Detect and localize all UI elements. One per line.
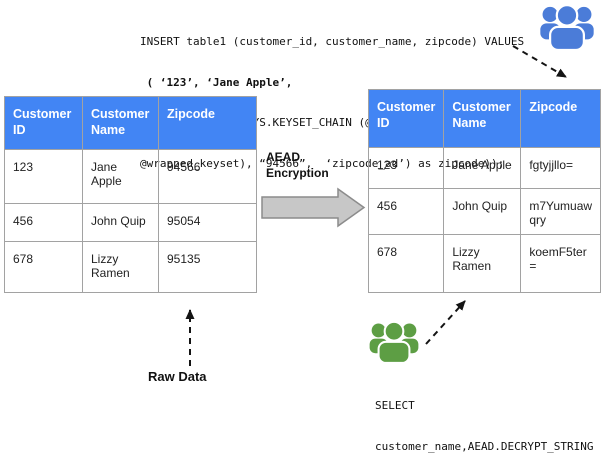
column-header: Zipcode (520, 89, 602, 148)
cell-customer-id: 123 (367, 147, 445, 189)
cell-encrypted-zipcode: koemF5ter= (520, 234, 602, 293)
cell-encrypted-zipcode: m7Yumuawqry (520, 188, 602, 235)
code-line-literals: ( ‘123’, ‘Jane Apple’, (140, 75, 293, 89)
column-header: Customer Name (443, 89, 522, 148)
table-row: 678 Lizzy Ramen 95135 (4, 241, 257, 293)
table-row: 678 Lizzy Ramen koemF5ter= (367, 234, 602, 293)
table-row: 456 John Quip 95054 (4, 203, 257, 242)
table-row: 123 Jane Apple fgtyjjllo= (367, 147, 602, 189)
cell-customer-name: John Quip (82, 203, 159, 242)
code-line: SELECT (375, 399, 415, 412)
column-header: Customer Name (82, 96, 159, 150)
cell-customer-name: John Quip (443, 188, 522, 235)
cell-zipcode: 94566 (158, 149, 257, 204)
cell-customer-name: Lizzy Ramen (82, 241, 159, 293)
cell-customer-id: 123 (4, 149, 83, 204)
aead-encryption-label: AEAD Encryption (266, 150, 329, 180)
cell-customer-name: Jane Apple (82, 149, 159, 204)
column-header: Zipcode (158, 96, 257, 150)
cell-customer-name: Lizzy Ramen (443, 234, 522, 293)
cell-customer-id: 678 (367, 234, 445, 293)
raw-data-label: Raw Data (148, 369, 207, 384)
cell-zipcode: 95135 (158, 241, 257, 293)
encrypted-data-table: Customer ID Customer Name Zipcode 123 Ja… (367, 89, 602, 293)
column-header: Customer ID (4, 96, 83, 150)
cell-encrypted-zipcode: fgtyjjllo= (520, 147, 602, 189)
users-group-blue-icon (540, 4, 594, 50)
select-flow-dashed-arrow (425, 300, 466, 345)
table-row: 123 Jane Apple 94566 (4, 149, 257, 204)
code-line: customer_name,AEAD.DECRYPT_STRING (375, 439, 594, 453)
cell-customer-id: 678 (4, 241, 83, 293)
raw-data-table: Customer ID Customer Name Zipcode 123 Ja… (4, 96, 257, 293)
users-group-green-icon (369, 320, 419, 364)
table-row: 456 John Quip m7Yumuawqry (367, 188, 602, 235)
cell-zipcode: 95054 (158, 203, 257, 242)
select-query-code: SELECT customer_name,AEAD.DECRYPT_STRING… (375, 372, 594, 469)
cell-customer-name: Jane Apple (443, 147, 522, 189)
column-header: Customer ID (367, 89, 445, 148)
cell-customer-id: 456 (4, 203, 83, 242)
cell-customer-id: 456 (367, 188, 445, 235)
code-line: INSERT table1 (customer_id, customer_nam… (140, 35, 525, 48)
